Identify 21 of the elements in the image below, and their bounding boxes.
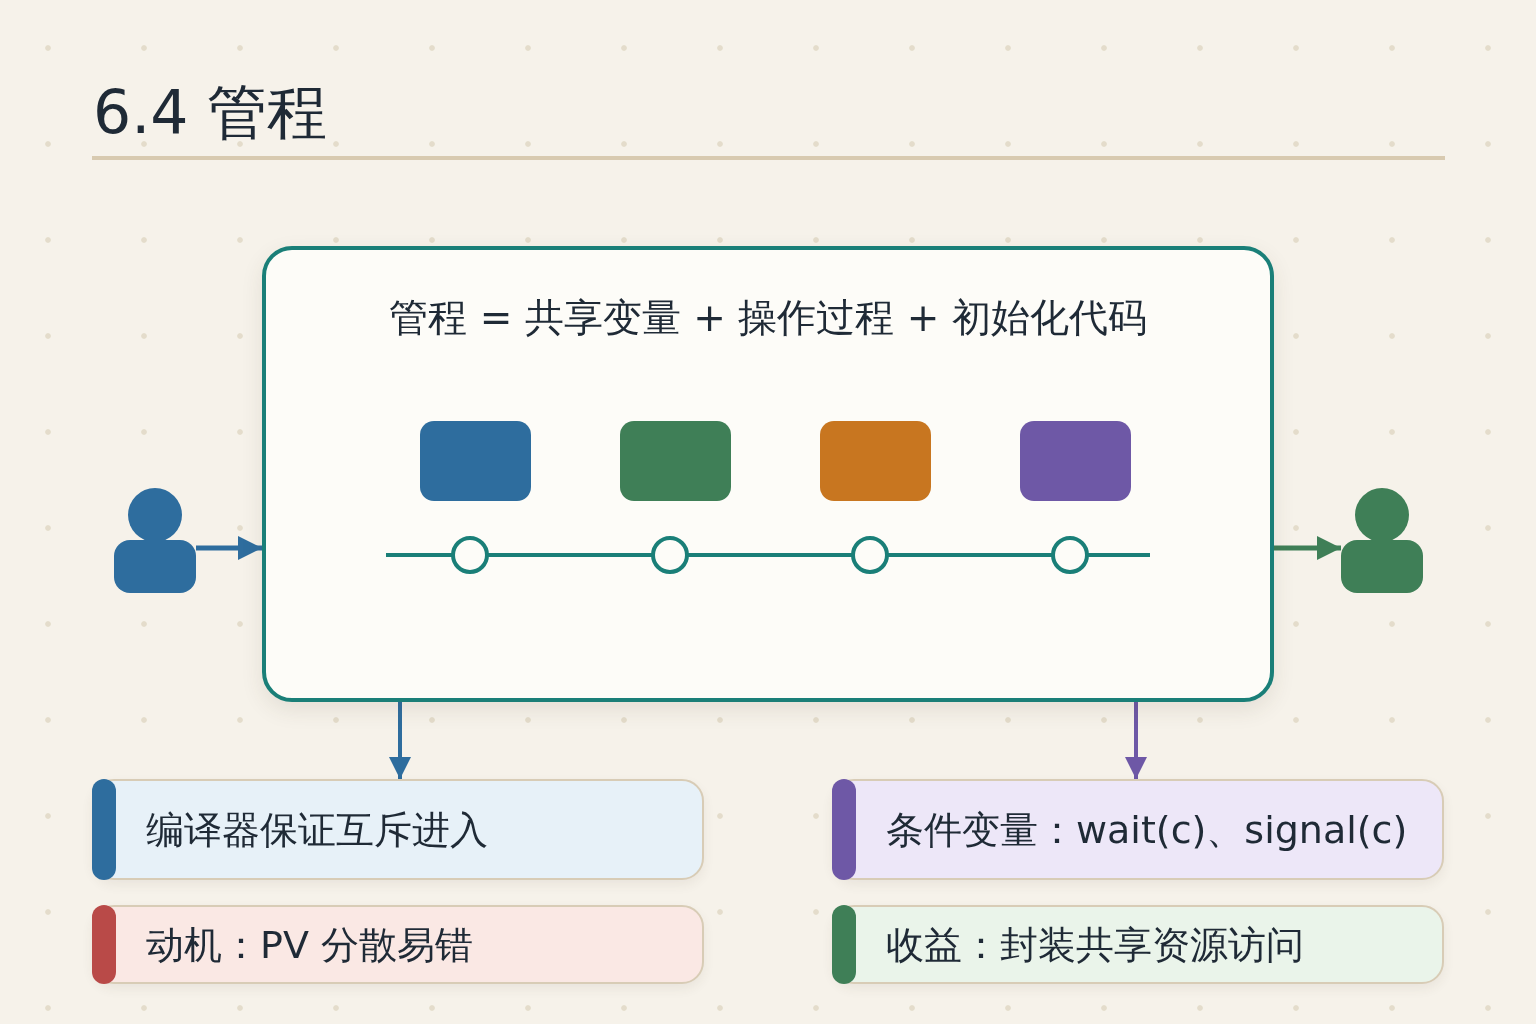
arrow [1125, 702, 1147, 779]
card-text: 编译器保证互斥进入 [146, 806, 488, 853]
title: 6.4 管程 [93, 76, 328, 148]
arrow [1274, 536, 1341, 560]
note-card [832, 905, 1444, 984]
card-text: 动机：PV 分散易错 [146, 921, 473, 968]
block [420, 421, 531, 501]
arrow [196, 536, 262, 560]
note-card [92, 905, 704, 984]
block [820, 421, 931, 501]
person-icon [114, 488, 196, 593]
monitor-box [262, 246, 1274, 702]
note-card [832, 779, 1444, 880]
card-text: 收益：封装共享资源访问 [886, 921, 1304, 968]
note-card [92, 779, 704, 880]
block [620, 421, 731, 501]
formula-text: 管程 = 共享变量 + 操作过程 + 初始化代码 [389, 294, 1147, 342]
block [1020, 421, 1131, 501]
card-text: 条件变量：wait(c)、signal(c) [886, 806, 1408, 853]
person-icon [1341, 488, 1423, 593]
arrow [389, 702, 411, 779]
